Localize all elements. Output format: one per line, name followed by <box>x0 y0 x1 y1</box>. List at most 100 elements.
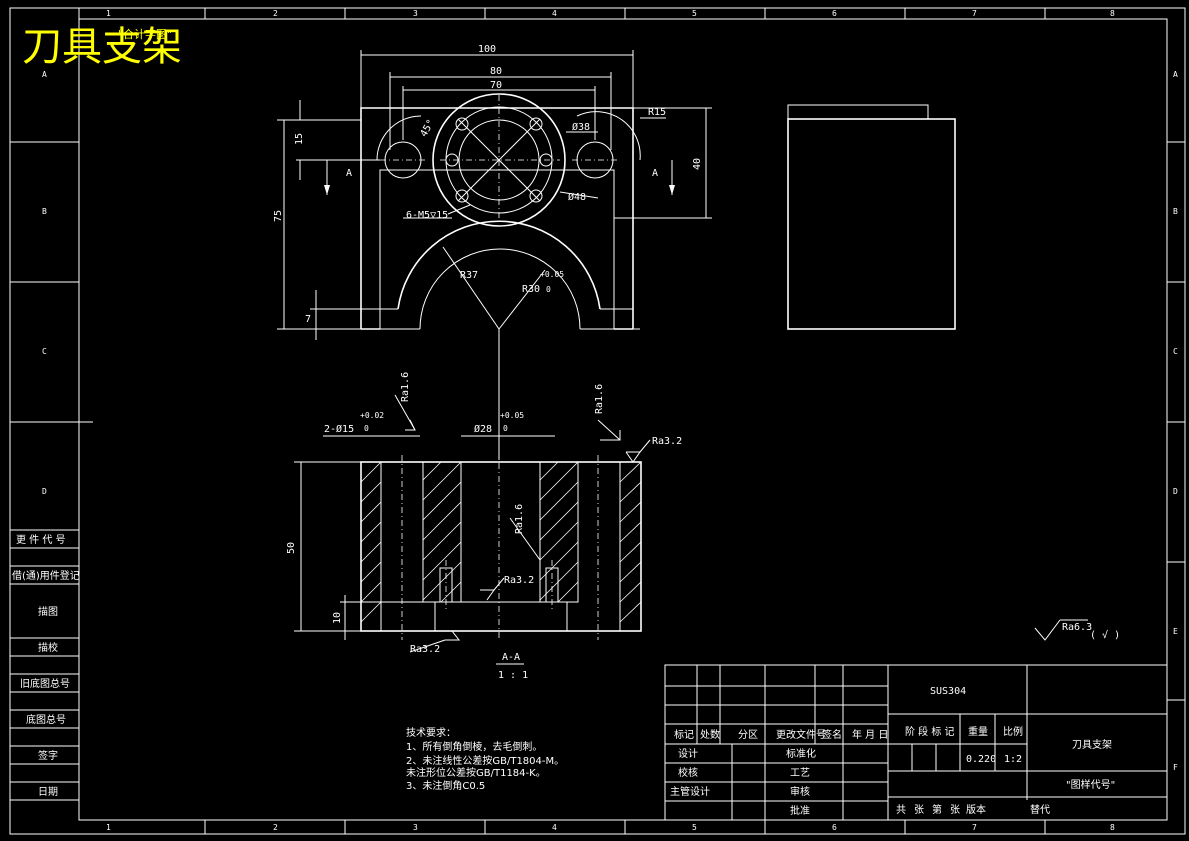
dim-70: 70 <box>490 80 502 91</box>
bottom-version: 版本 <box>966 803 986 816</box>
col-label: 3 <box>413 823 418 832</box>
col-label: 6 <box>832 9 837 18</box>
ra-1-6-center: Ra1.6 <box>514 504 525 534</box>
dim-80: 80 <box>490 66 502 77</box>
bottom-no: 第 <box>932 803 942 816</box>
strip-label: 描图 <box>38 605 58 618</box>
side-view <box>787 104 956 330</box>
role-review: 审核 <box>790 785 810 798</box>
section-marker-right: A <box>652 168 658 179</box>
part-name: 刀具支架 <box>1072 739 1112 751</box>
inner-frame <box>78 18 1168 821</box>
roughness-value: Ra6.3 <box>1062 622 1092 633</box>
bottom-sheet2: 张 <box>950 804 960 816</box>
dim-7: 7 <box>305 314 311 325</box>
right-zone-ticks <box>1167 141 1185 701</box>
row-label: F <box>1173 763 1178 772</box>
col-label: 2 <box>273 9 278 18</box>
col-label: 5 <box>692 823 697 832</box>
row-label: D <box>42 487 47 496</box>
col-label: 6 <box>832 823 837 832</box>
column-labels-bottom: 1 2 3 4 5 6 7 8 <box>106 823 1115 832</box>
col-label: 7 <box>972 9 977 18</box>
drawing-code: "图样代号" <box>1066 778 1115 791</box>
drawing-title: 刀具支架 <box>22 24 182 70</box>
technical-requirements: 技术要求： 1、所有倒角倒棱，去毛倒刺。 2、未注线性公差按GB/T1804-M… <box>406 726 564 792</box>
section-label: A-A <box>502 652 520 663</box>
dim-holes2: 2-Ø15 <box>324 423 354 435</box>
ra-3-2-bottom: Ra3.2 <box>410 644 440 655</box>
bottom-sheet: 张 <box>914 804 924 816</box>
bottom-zone-ticks <box>204 820 1046 834</box>
role-approve: 批准 <box>790 804 810 817</box>
general-roughness-note: Ra6.3 ( √ ) <box>1034 619 1120 641</box>
tech-heading: 技术要求： <box>406 726 456 739</box>
material: SUS304 <box>930 686 966 697</box>
role-std: 标准化 <box>786 747 816 760</box>
section-scale: 1 : 1 <box>498 670 528 681</box>
col-label: 5 <box>692 9 697 18</box>
row-label: E <box>1173 627 1178 636</box>
title-block: SUS304 刀具支架 "图样代号" 阶 段 标 记 重量 比例 0.220 1… <box>664 664 1168 821</box>
roughness-paren: ( √ ) <box>1090 629 1120 641</box>
dim-50: 50 <box>286 542 297 554</box>
ra-1-6-left: Ra1.6 <box>400 372 411 402</box>
col-label: 2 <box>273 823 278 832</box>
dim-phi48: Ø48 <box>568 191 586 203</box>
row-label: B <box>1173 207 1178 216</box>
strip-label: 更 件 代 号 <box>16 534 66 546</box>
dim-phi28: Ø28 <box>474 423 492 435</box>
strip-label: 描校 <box>38 641 58 654</box>
tech-item: 未注形位公差按GB/T1184-K。 <box>406 766 546 779</box>
dim-phi38: Ø38 <box>572 121 590 133</box>
weight-header: 重量 <box>968 725 988 738</box>
hdr-mark: 标记 <box>674 729 694 741</box>
section-view: 2-Ø15 +0.02 0 Ø28 +0.05 0 Ra3.2 Ra3.2 Ra… <box>286 372 682 681</box>
hatching <box>360 461 642 623</box>
hdr-sign: 签名 <box>822 728 842 741</box>
dim-10: 10 <box>332 612 343 624</box>
col-label: 7 <box>972 823 977 832</box>
ra-1-6-right: Ra1.6 <box>594 384 605 414</box>
ra-3-2-mid: Ra3.2 <box>504 575 534 586</box>
tech-item: 1、所有倒角倒棱，去毛倒刺。 <box>406 740 542 753</box>
row-labels-right: A B C D E F <box>1173 70 1178 772</box>
tech-item: 2、未注线性公差按GB/T1804-M。 <box>406 754 564 767</box>
col-label: 8 <box>1110 9 1115 18</box>
hdr-doc: 更改文件号 <box>776 728 826 741</box>
dim-holes: 6-M5▽15 <box>406 210 448 221</box>
top-zone-ticks <box>78 8 1046 19</box>
ra-3-2-top: Ra3.2 <box>652 436 682 447</box>
dim-75: 75 <box>273 210 284 222</box>
dim-r30: R30 <box>522 284 540 295</box>
strip-label: 签字 <box>38 749 58 762</box>
dim-15: 15 <box>294 133 305 145</box>
row-labels-left: A B C D <box>42 70 47 496</box>
hdr-date: 年 月 日 <box>852 728 888 741</box>
role-chief: 主管设计 <box>670 785 710 798</box>
tol-1-up: +0.02 <box>360 411 384 420</box>
hdr-count: 处数 <box>700 728 720 741</box>
bottom-replace: 替代 <box>1030 803 1050 816</box>
tol-1-low: 0 <box>364 424 369 433</box>
weight-value: 0.220 <box>966 754 996 765</box>
row-label: A <box>42 70 47 79</box>
left-zone-ticks <box>10 141 93 531</box>
bottom-total: 共 <box>896 804 906 816</box>
dim-r15: R15 <box>648 107 666 118</box>
row-label: B <box>42 207 47 216</box>
scale-header: 比例 <box>1003 725 1023 738</box>
col-label: 4 <box>552 823 557 832</box>
strip-label: 底图总号 <box>26 713 66 726</box>
dim-r37: R37 <box>460 270 478 281</box>
strip-label: 日期 <box>38 786 58 798</box>
row-label: D <box>1173 487 1178 496</box>
role-process: 工艺 <box>790 767 810 779</box>
hdr-zone: 分区 <box>738 729 758 741</box>
col-label: 3 <box>413 9 418 18</box>
strip-label: 借(通)用件登记 <box>12 569 80 582</box>
left-strip-table: 更 件 代 号 借(通)用件登记 描图 描校 旧底图总号 底图总号 签字 日期 <box>10 534 80 801</box>
row-label: A <box>1173 70 1178 79</box>
row-label: C <box>42 347 47 356</box>
